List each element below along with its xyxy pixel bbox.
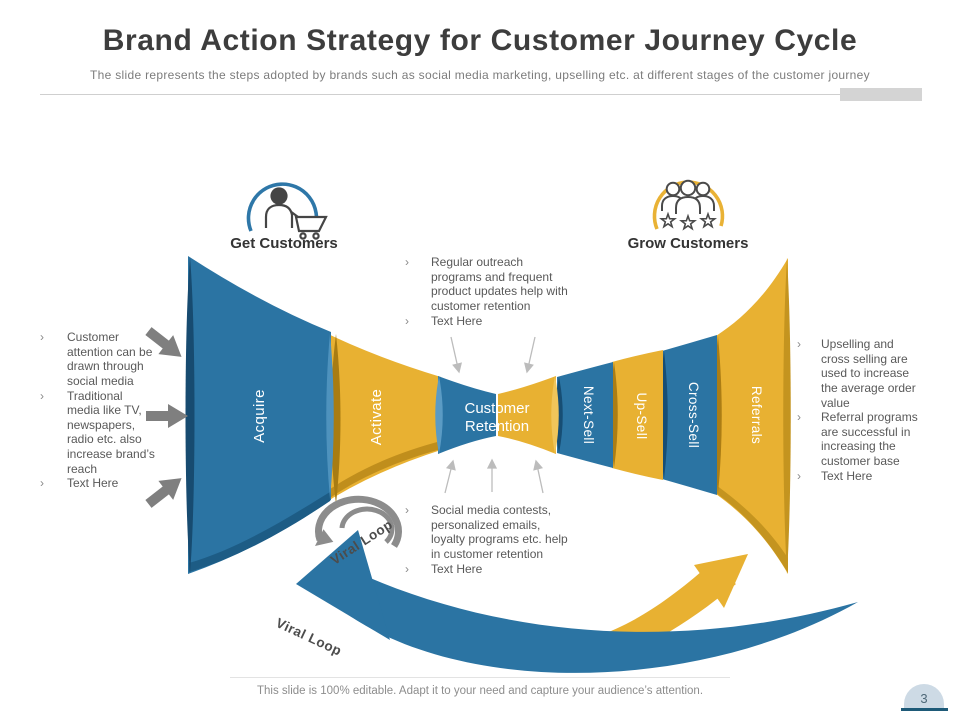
bullet-icon: › (797, 410, 801, 425)
bullet-text: Text Here (431, 561, 483, 576)
bullet-icon: › (405, 503, 409, 517)
bullet-icon: › (405, 255, 409, 269)
bullet-icon: › (40, 330, 44, 344)
list-item: › Text Here (405, 562, 577, 577)
bullet-icon: › (797, 337, 801, 351)
page-number-badge: 3 (904, 684, 944, 709)
page-title: Brand Action Strategy for Customer Journ… (102, 24, 858, 57)
annotation-right: › Upselling and cross selling are used to… (797, 337, 921, 483)
stage-next-sell-label: Next-Sell (581, 386, 596, 444)
annotation-top: › Regular outreach programs and frequent … (405, 255, 577, 328)
person-cart-icon (264, 187, 328, 240)
bullet-text: Traditional media like TV, newspapers, r… (67, 388, 155, 476)
list-item: › Text Here (40, 476, 158, 491)
bullet-text: Regular outreach programs and frequent p… (431, 255, 568, 313)
stage-referrals-label: Referrals (749, 386, 764, 444)
bullet-icon: › (405, 561, 409, 576)
get-customers-label: Get Customers (230, 235, 338, 252)
list-item: › Upselling and cross selling are used to… (797, 337, 921, 410)
gray-arrow-middle-icon (146, 404, 188, 428)
stage-up-sell-label: Up-Sell (634, 392, 649, 439)
grow-customers-icon (652, 179, 725, 230)
annotation-bottom: › Social media contests, personalized ema… (405, 503, 577, 576)
stage-retention-label-line2: Retention (465, 418, 529, 435)
gray-arrow-top-icon (145, 327, 182, 357)
bullet-text: Social media contests, personalized emai… (431, 503, 568, 561)
grow-customers-label: Grow Customers (627, 235, 749, 252)
swoosh-blue-arrowhead (296, 530, 390, 640)
swoosh-blue (296, 530, 858, 673)
list-item: › Text Here (405, 314, 577, 329)
bullet-text: Text Here (431, 313, 483, 328)
bullet-text: Upselling and cross selling are used to … (821, 337, 916, 410)
list-item: › Regular outreach programs and frequent … (405, 255, 577, 314)
bullet-icon: › (405, 313, 409, 328)
stage-acquire-label: Acquire (251, 389, 268, 443)
header-accent-bar (840, 88, 922, 101)
people-stars-icon (660, 179, 716, 230)
footer-divider (230, 677, 730, 678)
get-customers-icon (246, 182, 328, 240)
bullet-text: Text Here (67, 476, 119, 491)
stage-cross-sell-label: Cross-Sell (686, 382, 701, 448)
swoosh-yellow-arrowhead (694, 554, 748, 608)
list-item: › Social media contests, personalized ema… (405, 503, 577, 562)
stage-activate-label: Activate (368, 389, 385, 446)
stage-acquire-shape (185, 256, 334, 574)
retention-pointer-arrows (444, 336, 544, 494)
annotation-left: › Customer attention can be drawn through… (40, 330, 158, 491)
stage-retention-label-line1: Customer (464, 400, 529, 417)
list-item: › Customer attention can be drawn through… (40, 330, 158, 389)
page-subtitle: The slide represents the steps adopted b… (90, 68, 870, 82)
list-item: › Referral programs are successful in inc… (797, 410, 921, 469)
stage-activate-shape (320, 330, 441, 506)
bullet-text: Referral programs are successful in incr… (821, 410, 918, 468)
list-item: › Text Here (797, 469, 921, 484)
page-number-underline (901, 708, 948, 711)
bullet-icon: › (40, 476, 44, 491)
header-divider (40, 94, 920, 95)
bullet-text: Customer attention can be drawn through … (67, 330, 153, 388)
stage-retention-shape (435, 376, 559, 454)
footer-note: This slide is 100% editable. Adapt it to… (256, 685, 704, 697)
get-customers-arc (246, 182, 319, 232)
bullet-icon: › (797, 468, 801, 483)
gray-arrow-bottom-icon (145, 478, 182, 508)
list-item: › Traditional media like TV, newspapers, … (40, 389, 158, 477)
viral-loop-label-large: Viral Loop (274, 615, 344, 659)
bullet-text: Text Here (821, 468, 873, 483)
bullet-icon: › (40, 388, 44, 403)
